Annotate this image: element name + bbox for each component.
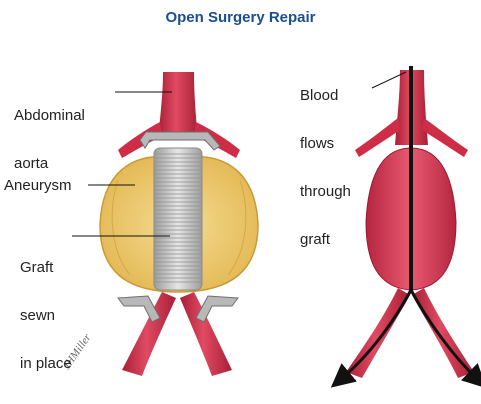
aorta-upper	[158, 72, 198, 140]
label-aorta-line1: Abdominal	[14, 108, 85, 124]
lower-clamp-left	[118, 296, 160, 322]
label-aneurysm: Aneurysm	[4, 178, 72, 194]
lower-clamp-right	[196, 296, 238, 322]
label-graft-line2: sewn	[20, 308, 72, 324]
label-graft-line3: in place	[20, 356, 72, 372]
label-blood-flows: Blood flows through graft	[300, 56, 351, 280]
renal-artery-right-right	[422, 118, 468, 157]
right-illustration	[340, 66, 478, 380]
left-illustration: JHMiller	[61, 72, 258, 376]
label-aorta-line2: aorta	[14, 156, 85, 172]
label-graft-line1: Graft	[20, 260, 72, 276]
label-graft-sewn: Graft sewn in place	[20, 228, 72, 404]
label-blood-line1: Blood	[300, 88, 351, 104]
diagram-stage: Open Surgery Repair	[0, 0, 481, 393]
label-blood-line2: flows	[300, 136, 351, 152]
label-blood-line3: through	[300, 184, 351, 200]
renal-artery-right-left	[355, 118, 400, 157]
graft-tube	[154, 148, 202, 290]
label-blood-line4: graft	[300, 232, 351, 248]
